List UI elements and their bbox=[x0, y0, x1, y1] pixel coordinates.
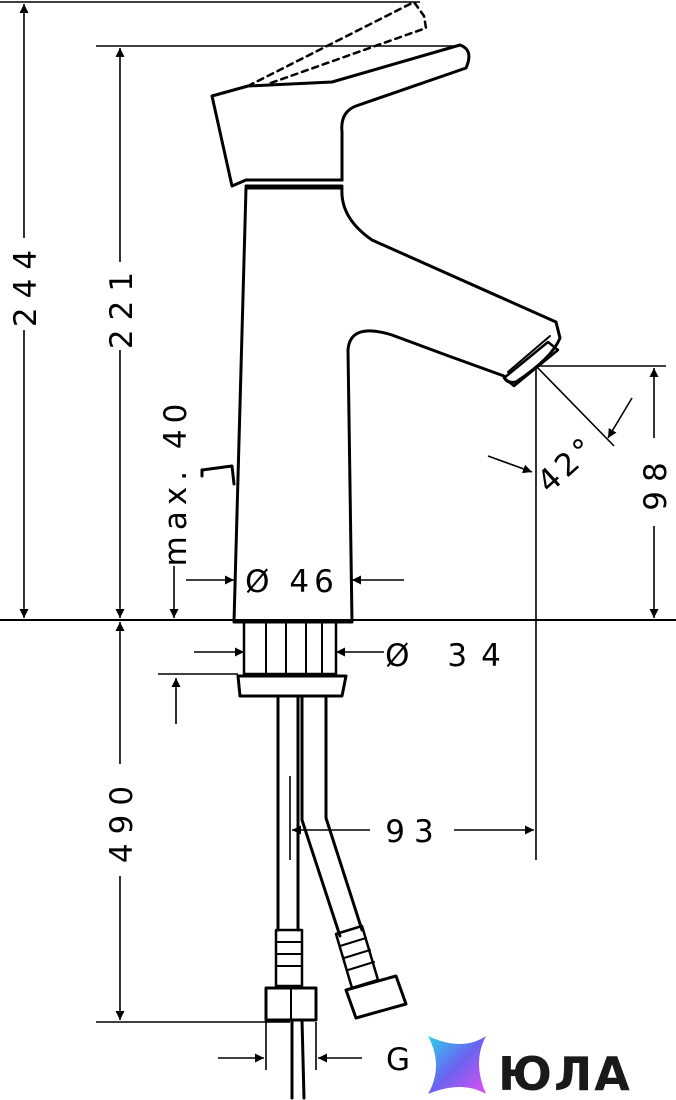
crimp-r-1 bbox=[339, 937, 367, 947]
lever-handle bbox=[210, 43, 471, 188]
hose-left bbox=[276, 694, 300, 932]
hose-left-tail bbox=[290, 1018, 306, 1100]
hose-left-crimp bbox=[274, 928, 304, 988]
logo-text: ЮЛА bbox=[498, 1047, 632, 1100]
dim-42-arrow-left bbox=[487, 455, 533, 474]
brand-logo: ЮЛА bbox=[428, 1036, 632, 1100]
label-42-degrees: 42° bbox=[530, 429, 604, 501]
hose-right-nut bbox=[344, 974, 408, 1020]
dimension-lines bbox=[0, 1, 676, 1070]
label-diameter-46: Ø 46 bbox=[245, 564, 339, 600]
crimp-r-2 bbox=[343, 949, 371, 959]
fixing-nut bbox=[236, 674, 348, 698]
label-diameter-34: Ø 34 bbox=[385, 638, 515, 674]
crimp-r-3 bbox=[347, 961, 375, 971]
popup-rod bbox=[200, 464, 236, 486]
label-98: 98 bbox=[638, 453, 674, 510]
label-221: 221 bbox=[104, 263, 140, 349]
label-93: 93 bbox=[385, 814, 442, 850]
lever-open-position bbox=[246, 0, 428, 88]
label-490: 490 bbox=[104, 777, 140, 863]
faucet-outline bbox=[200, 0, 562, 1100]
spout-body bbox=[232, 186, 562, 624]
label-g-thread: G bbox=[386, 1042, 410, 1078]
label-244: 244 bbox=[8, 241, 44, 327]
dimension-labels: 244 221 max. 40 Ø 46 Ø 34 490 93 98 42° … bbox=[8, 241, 674, 1078]
spray-angle-line bbox=[535, 365, 615, 447]
logo-star-icon bbox=[428, 1036, 486, 1094]
aerator-line bbox=[507, 335, 551, 373]
aerator bbox=[502, 340, 560, 388]
dim-42-arrow-right bbox=[607, 397, 633, 439]
hose-right bbox=[300, 694, 364, 938]
label-max-40: max. 40 bbox=[158, 398, 194, 567]
hose-right-crimp bbox=[334, 924, 380, 990]
